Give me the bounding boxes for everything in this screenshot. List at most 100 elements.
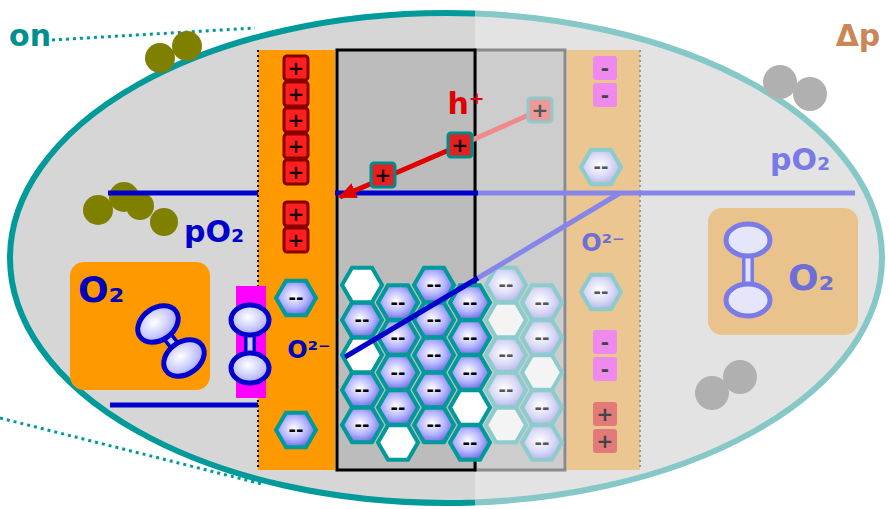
ion-label: O²⁻ — [581, 231, 625, 255]
hole-path-arrow — [340, 144, 463, 197]
interface-edge — [639, 50, 641, 470]
oxygen-vacancy-symbol — [450, 390, 490, 425]
oxygen-molecule — [708, 208, 858, 335]
oxide-ion-charge: -- — [427, 311, 442, 329]
negative-charge: - — [601, 58, 609, 78]
hexagon-shape — [486, 408, 526, 443]
oxide-ion-charge-symbol — [450, 320, 490, 355]
oxide-ion-charge: -- — [535, 294, 550, 312]
positive-charge-symbol — [593, 402, 617, 426]
hexagon-shape — [378, 425, 418, 460]
oxide-ion-charge: -- — [463, 434, 478, 452]
partial-pressure-label: pO₂ — [184, 217, 244, 247]
positive-charge-symbol — [284, 56, 308, 80]
oxide-ion-charge: -- — [535, 329, 550, 347]
oxide-ion-charge-symbol — [342, 408, 382, 443]
positive-charge: + — [597, 404, 614, 424]
hexagon-shape — [486, 303, 526, 338]
positive-charge-symbol — [284, 82, 308, 106]
positive-charge: + — [288, 58, 305, 78]
oxide-ion-charge-symbol — [276, 281, 316, 316]
oxygen-vacancy-symbol — [486, 408, 526, 443]
oxide-ion-charge: -- — [355, 311, 370, 329]
negative-charge-symbol — [593, 357, 617, 381]
pressure-line-faded — [478, 191, 855, 196]
hexagon-shape — [342, 373, 382, 408]
oxide-ion-charge-symbol — [450, 425, 490, 460]
hexagon-shape — [342, 303, 382, 338]
gas-atom — [145, 43, 175, 73]
oxygen-vacancy-symbol — [342, 268, 382, 303]
square-shape — [593, 357, 617, 381]
negative-charge-symbol — [593, 56, 617, 80]
positive-charge-symbol — [284, 134, 308, 158]
oxide-ion-charge-symbol — [378, 390, 418, 425]
gas-atom — [126, 192, 154, 220]
oxide-ion-charge-symbol — [486, 268, 526, 303]
square-shape — [593, 56, 617, 80]
square-shape — [284, 82, 308, 106]
positive-charge-symbol — [284, 160, 308, 184]
oxide-ion-charge-symbol — [414, 373, 454, 408]
hexagon-shape — [378, 355, 418, 390]
hexagon-shape — [486, 268, 526, 303]
oxide-ion-charge: -- — [499, 381, 514, 399]
hole-charge: + — [375, 165, 392, 185]
hexagon-shape — [522, 285, 562, 320]
hexagon-shape — [581, 275, 621, 310]
oxygen-vacancy-symbol — [522, 355, 562, 390]
oxide-ion-charge-symbol — [414, 303, 454, 338]
oxygen-atom — [726, 284, 770, 316]
square-shape — [371, 163, 395, 187]
hexagon-shape — [414, 408, 454, 443]
oxide-ion-charge: -- — [535, 434, 550, 452]
oxide-ion-charge-symbol — [378, 355, 418, 390]
oxide-ion-charge-symbol — [522, 285, 562, 320]
positive-charge: + — [288, 162, 305, 182]
square-shape — [284, 160, 308, 184]
oxide-ion-charge-symbol — [522, 425, 562, 460]
positive-charge-symbol — [284, 108, 308, 132]
positive-charge: + — [288, 204, 305, 224]
oxide-ion-charge-symbol — [581, 150, 621, 185]
pressure-line — [110, 403, 258, 408]
oxide-ion-charge: -- — [594, 283, 609, 301]
oxide-ion-charge: -- — [289, 289, 304, 307]
hexagon-shape — [414, 373, 454, 408]
positive-charge: + — [288, 84, 305, 104]
positive-charge: + — [597, 431, 614, 451]
negative-charge-symbol — [593, 330, 617, 354]
interface-band — [258, 50, 335, 470]
zoom-leader — [0, 418, 262, 484]
square-shape — [284, 134, 308, 158]
oxide-ion-charge: -- — [391, 329, 406, 347]
oxide-ion-charge-symbol — [581, 275, 621, 310]
hexagon-shape — [522, 390, 562, 425]
positive-charge-symbol — [593, 429, 617, 453]
square-shape — [593, 330, 617, 354]
molecule-label: O₂ — [788, 258, 834, 298]
oxide-ion-charge: -- — [391, 399, 406, 417]
charge-symbols — [342, 268, 562, 460]
oxide-ion-charge-symbol — [522, 320, 562, 355]
oxygen-atom — [231, 305, 269, 335]
oxide-ion-charge: -- — [427, 276, 442, 294]
hexagon-shape — [522, 425, 562, 460]
positive-charge-symbol — [284, 228, 308, 252]
oxide-ion-charge: -- — [594, 158, 609, 176]
ion-label: O²⁻ — [287, 338, 331, 362]
partial-pressure-label: pO₂ — [770, 145, 830, 175]
oxygen-atom — [726, 224, 770, 256]
oxide-ion-charge: -- — [499, 276, 514, 294]
positive-charge: + — [288, 230, 305, 250]
oxide-ion-charge-symbol — [522, 390, 562, 425]
oxide-ion-charge: -- — [427, 416, 442, 434]
hexagon-shape — [581, 150, 621, 185]
square-shape — [528, 98, 552, 122]
hexagon-shape — [276, 413, 316, 448]
hole-label: h⁺ — [447, 89, 484, 119]
oxide-ion-charge-symbol — [276, 413, 316, 448]
negative-charge: - — [601, 359, 609, 379]
oxide-ion-charge: -- — [499, 346, 514, 364]
